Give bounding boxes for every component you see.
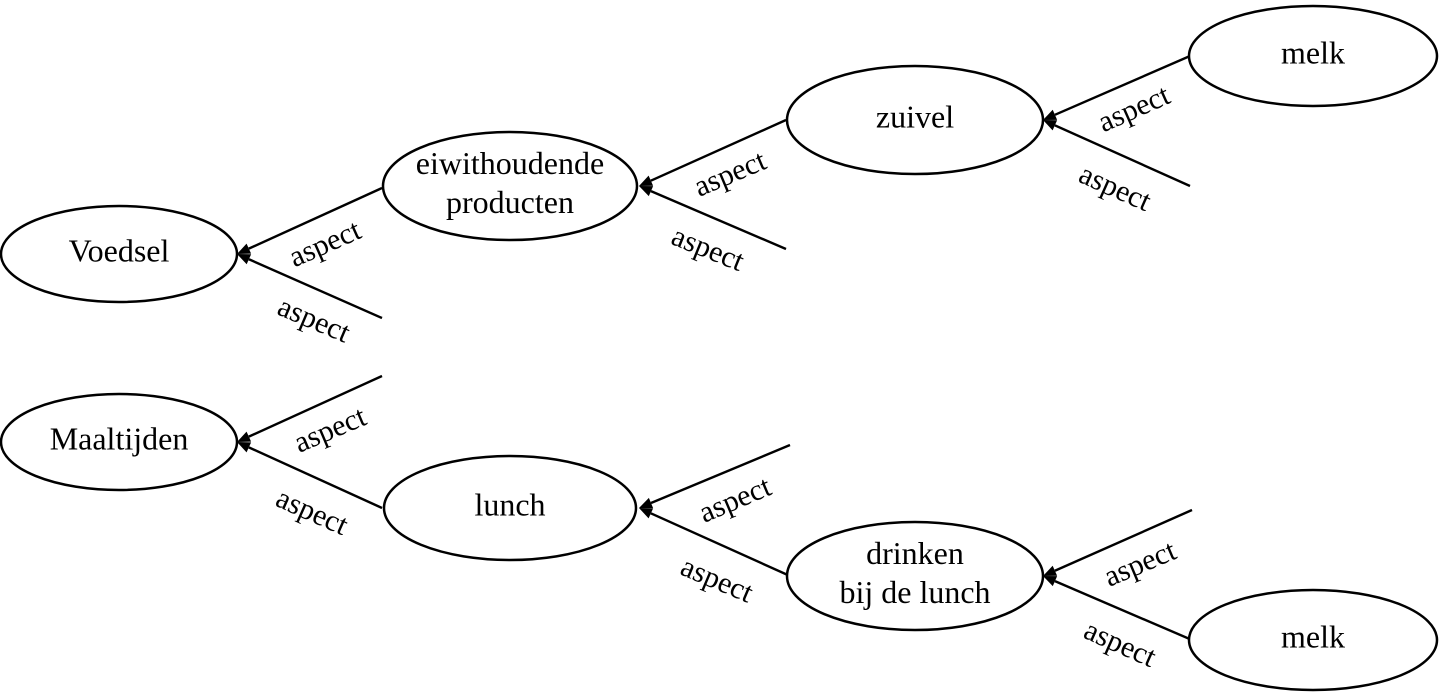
edge-line (650, 443, 791, 505)
node-ellipse (382, 454, 638, 562)
node-label: zuivel (876, 98, 954, 134)
edge-voedsel-eiwithoudende: aspect (237, 186, 383, 274)
node-label: producten (446, 184, 574, 220)
node-voedsel: Voedsel (0, 204, 239, 304)
edge-maaltijden-lunch: aspect (237, 442, 383, 542)
arrow-head (1043, 576, 1058, 587)
arrow-head (1043, 120, 1058, 131)
edge-line (248, 258, 383, 320)
edge-line (248, 446, 383, 510)
edge-zuivel-melk: aspect (1043, 54, 1191, 139)
edge-line (248, 186, 383, 250)
edge-label: aspect (284, 213, 367, 274)
node-label: lunch (474, 486, 545, 522)
node-zuivel: zuivel (785, 64, 1045, 176)
node-ellipse (785, 64, 1045, 176)
node-label: melk (1281, 618, 1345, 654)
arrow-head (237, 431, 252, 442)
node-label: bij de lunch (839, 574, 990, 610)
edge-zuivel-branch: aspect (1043, 120, 1191, 218)
node-ellipse (1187, 588, 1439, 692)
edge-drinken-branch: aspect (1043, 508, 1193, 594)
edge-label: aspect (289, 400, 372, 460)
edge-line (248, 374, 383, 438)
node-melk-bottom: melk (1187, 588, 1439, 692)
node-maaltijden: Maaltijden (0, 392, 239, 492)
node-lunch: lunch (382, 454, 638, 562)
edge-label: aspect (694, 470, 777, 530)
edge-label: aspect (689, 144, 772, 204)
edge-maaltijden-branch: aspect (237, 374, 383, 460)
arrow-head (639, 508, 654, 519)
edge-line (1054, 124, 1191, 188)
edge-label: aspect (1093, 78, 1176, 139)
edge-line (650, 118, 787, 182)
edge-line (1054, 508, 1193, 572)
edge-line (650, 190, 787, 251)
edge-line (1054, 54, 1191, 116)
edge-eiwithoudende-branch: aspect (639, 186, 787, 278)
node-label: eiwithoudende (416, 145, 604, 181)
node-ellipse (785, 520, 1045, 632)
nodes-layer: VoedseleiwithoudendeproductenzuivelmelkM… (0, 4, 1439, 692)
arrow-head (639, 186, 654, 197)
arrow-head (639, 497, 654, 509)
edge-label: aspect (676, 550, 759, 610)
node-ellipse (1187, 4, 1439, 108)
node-melk-top: melk (1187, 4, 1439, 108)
arrow-head (639, 175, 654, 186)
edges-layer: aspectaspectaspectaspectaspectaspectaspe… (237, 54, 1193, 674)
node-label: Voedsel (69, 232, 170, 268)
node-label: melk (1281, 34, 1345, 70)
edge-lunch-branch: aspect (639, 443, 791, 530)
node-ellipse (0, 204, 239, 304)
arrow-head (237, 254, 252, 265)
edge-eiwithoudende-zuivel: aspect (639, 118, 787, 204)
edge-label: aspect (1099, 534, 1182, 594)
arrow-head (1043, 565, 1058, 576)
edge-line (1054, 580, 1193, 642)
arrow-head (237, 442, 252, 453)
edge-line (650, 512, 791, 578)
node-ellipse (0, 392, 239, 492)
node-label: Maaltijden (50, 420, 189, 456)
node-label: drinken (866, 535, 964, 571)
node-ellipse (381, 130, 639, 242)
arrow-head (237, 243, 252, 254)
arrow-head (1043, 109, 1058, 120)
edge-label: aspect (273, 290, 356, 350)
